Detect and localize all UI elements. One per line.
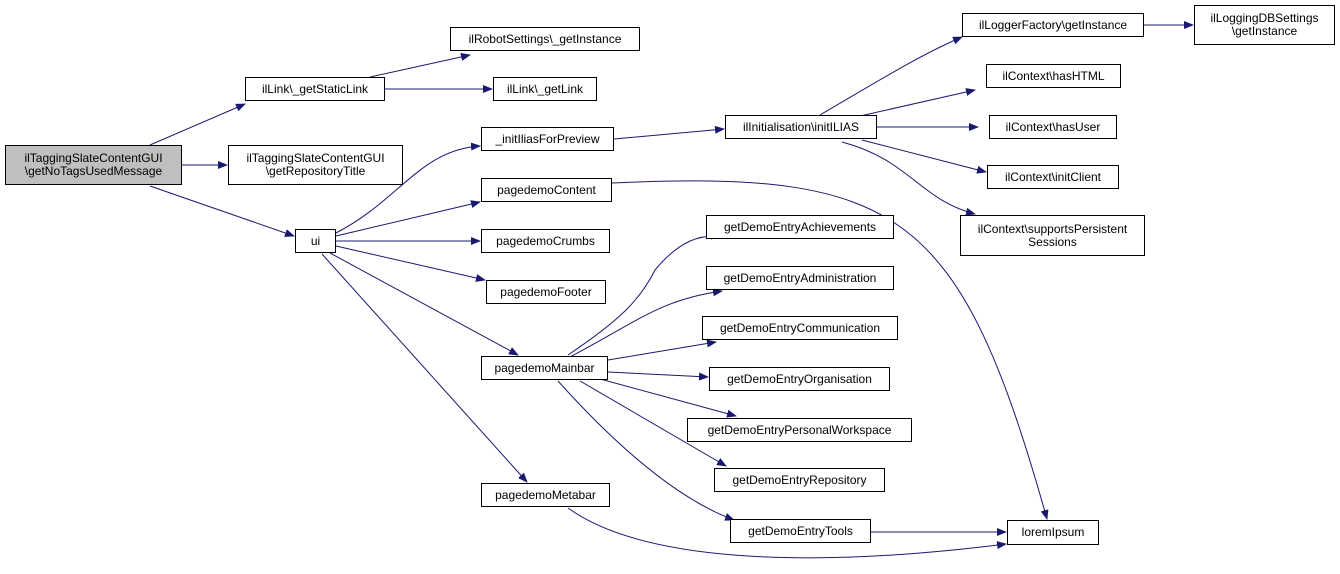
edge-ui-pagedemoFooter [335,245,486,282]
node-ilContext-hasHTML[interactable]: ilContext\hasHTML [986,64,1121,88]
edge-mainbar-tools [557,380,735,521]
node-getDemoEntryTools[interactable]: getDemoEntryTools [730,519,871,543]
node-ilContext-initClient[interactable]: ilContext\initClient [987,165,1119,189]
edge-ui-pagedemoContent [335,200,481,237]
edge-initILIAS-supportsPersistentSessions [841,141,976,216]
node-getDemoEntryAdministration[interactable]: getDemoEntryAdministration [706,266,894,290]
node-loremIpsum[interactable]: loremIpsum [1007,520,1099,545]
edge-mainbar-personalWorkspace [599,378,737,418]
edge-ui-initIliasForPreview [335,142,481,234]
node-getRepositoryTitle[interactable]: ilTaggingSlateContentGUI \getRepositoryT… [228,145,403,185]
edge-mainbar-repository [579,380,727,467]
node-ilInitialisation-initILIAS[interactable]: ilInitialisation\initILIAS [725,115,877,139]
node-getDemoEntryCommunication[interactable]: getDemoEntryCommunication [702,316,898,340]
edge-initILIAS-loggerFactory [819,36,963,116]
node-ilContext-supportsPersistentSessions[interactable]: ilContext\supportsPersistent Sessions [960,215,1145,256]
node-ui[interactable]: ui [295,229,336,253]
edge-initILIAS-initClient [861,139,987,174]
node-pagedemoFooter[interactable]: pagedemoFooter [486,280,606,304]
node-getDemoEntryAchievements[interactable]: getDemoEntryAchievements [706,215,894,239]
edge-metabar-loremIpsum [567,507,1007,559]
node-ilLink-getLink[interactable]: ilLink\_getLink [493,77,597,101]
edge-mainbar-achievements [567,231,721,356]
node-ilLink-getStaticLink[interactable]: ilLink\_getStaticLink [245,77,385,101]
edge-mainbar-administration [569,288,723,358]
node-pagedemoMainbar[interactable]: pagedemoMainbar [481,356,608,380]
edge-mainbar-organisation [607,371,709,381]
node-getDemoEntryRepository[interactable]: getDemoEntryRepository [714,468,885,492]
node-getDemoEntryPersonalWorkspace[interactable]: getDemoEntryPersonalWorkspace [687,418,912,442]
node-pagedemoCrumbs[interactable]: pagedemoCrumbs [481,229,610,253]
node-pagedemoMetabar[interactable]: pagedemoMetabar [481,483,610,507]
edge-pagedemoContent-loremIpsum [611,180,1049,520]
edge-root-getStaticLink [149,103,246,146]
edge-mainbar-communication [607,339,717,361]
edge-root-ui [149,185,295,237]
node-pagedemoContent[interactable]: pagedemoContent [481,178,612,202]
node-getDemoEntryOrganisation[interactable]: getDemoEntryOrganisation [709,367,890,391]
node-root-function: ilTaggingSlateContentGUI \getNoTagsUsedM… [5,145,182,185]
node-ilLoggingDBSettings-getInstance[interactable]: ilLoggingDBSettings \getInstance [1194,5,1335,45]
edge-initIliasForPreview-initILIAS [613,125,725,140]
edge-ui-pagedemoMetabar [321,253,528,483]
node-ilRobotSettings-getInstance[interactable]: ilRobotSettings\_getInstance [450,27,640,51]
edge-getStaticLink-robotSettings [369,53,471,78]
node-ilLoggerFactory-getInstance[interactable]: ilLoggerFactory\getInstance [962,13,1144,37]
edge-ui-pagedemoMainbar [329,252,519,356]
edge-initILIAS-hasHTML [859,88,976,117]
node-initIliasForPreview[interactable]: _initIliasForPreview [481,127,614,151]
node-ilContext-hasUser[interactable]: ilContext\hasUser [989,115,1117,139]
